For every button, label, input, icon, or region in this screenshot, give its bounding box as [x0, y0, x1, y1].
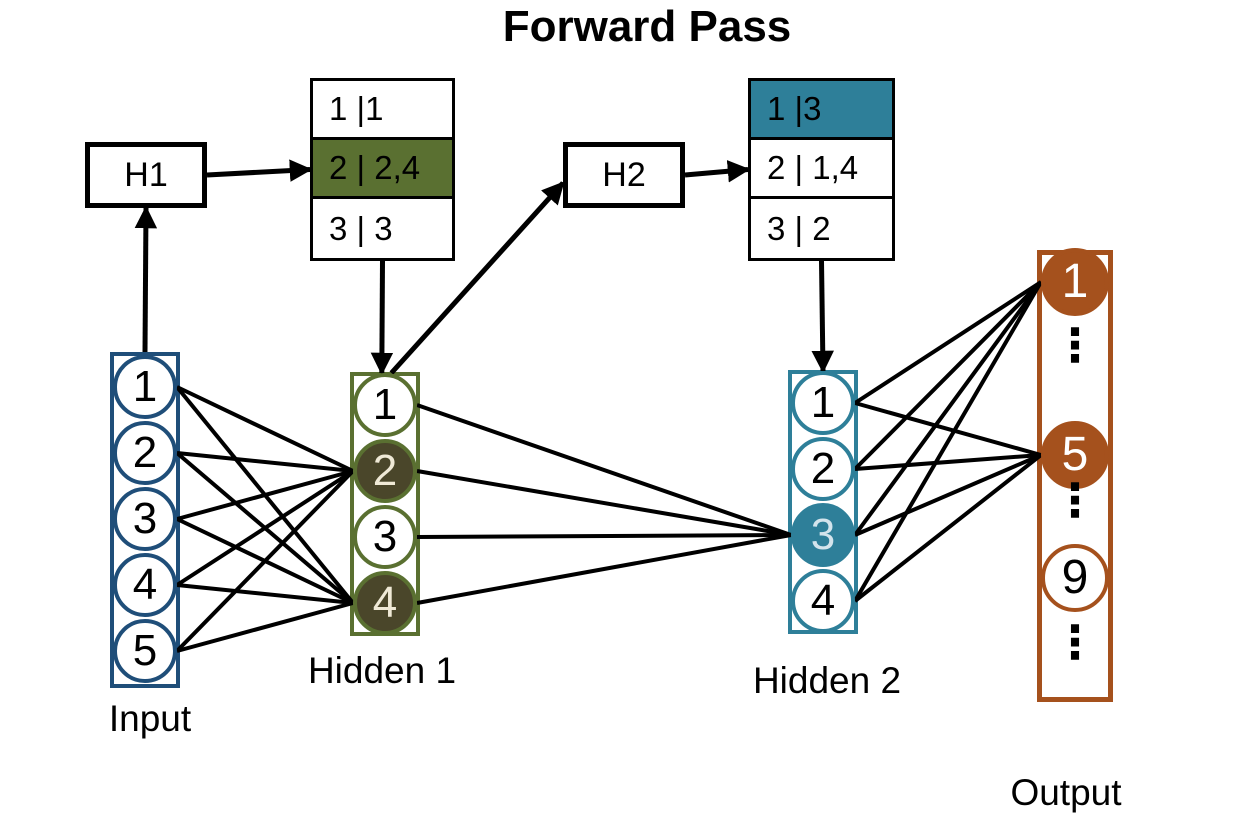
hash-function-h1-box: H1	[85, 142, 207, 208]
hidden2-node-4: 4	[791, 569, 855, 633]
hash-table-1-row-2-highlighted: 2 | 2,4	[313, 140, 452, 199]
diagram-title: Forward Pass	[502, 2, 792, 51]
hash-table-2-row-3: 3 | 2	[751, 199, 892, 258]
input-node-3: 3	[113, 487, 177, 551]
output-ellipsis-2: ⋮	[1052, 473, 1098, 527]
hidden1-layer-label: Hidden 1	[307, 650, 457, 691]
output-ellipsis-3: ⋮	[1052, 615, 1098, 669]
hash-table-1-row-1: 1 |1	[313, 81, 452, 140]
hidden1-node-2-active: 2	[353, 439, 417, 503]
h1-label: H1	[124, 155, 168, 194]
hash-function-h2-box: H2	[563, 142, 685, 208]
hidden1-node-1: 1	[353, 373, 417, 437]
input-node-2: 2	[113, 421, 177, 485]
hidden2-layer-label: Hidden 2	[752, 660, 902, 701]
output-layer-label: Output	[1010, 772, 1122, 813]
hidden2-node-2: 2	[791, 437, 855, 501]
input-node-5: 5	[113, 619, 177, 683]
output-node-1-active: 1	[1041, 248, 1109, 316]
hash-table-1-row-3: 3 | 3	[313, 199, 452, 258]
input-layer-label: Input	[108, 698, 192, 739]
hidden2-node-1: 1	[791, 371, 855, 435]
h2-label: H2	[602, 155, 646, 194]
hash-table-2-row-1-highlighted: 1 |3	[751, 81, 892, 140]
output-node-9: 9	[1041, 544, 1109, 612]
hash-table-2-row-2: 2 | 1,4	[751, 140, 892, 199]
hidden1-node-4-active: 4	[353, 571, 417, 635]
input-node-4: 4	[113, 553, 177, 617]
hidden1-node-3: 3	[353, 505, 417, 569]
output-node-5-active: 5	[1041, 421, 1109, 489]
hidden2-node-3-active: 3	[791, 503, 855, 567]
output-ellipsis-1: ⋮	[1052, 318, 1098, 372]
input-node-1: 1	[113, 355, 177, 419]
hash-table-1: 1 |1 2 | 2,4 3 | 3	[310, 78, 455, 261]
hash-table-2: 1 |3 2 | 1,4 3 | 2	[748, 78, 895, 261]
